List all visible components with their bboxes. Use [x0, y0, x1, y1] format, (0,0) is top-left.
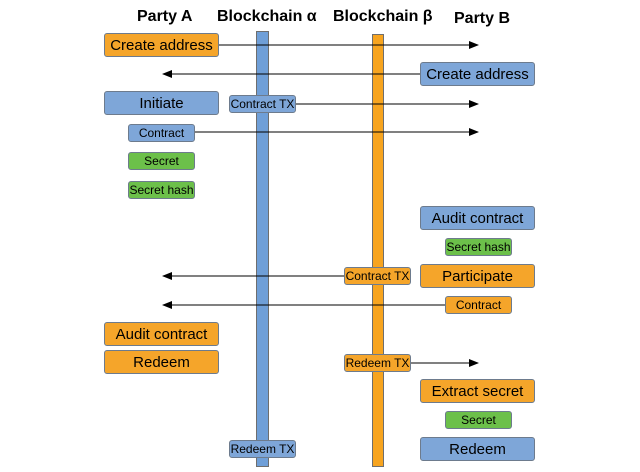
b-audit-contract-box: Audit contract: [420, 206, 535, 230]
b-secret-box: Secret: [445, 411, 512, 429]
b-secret-hash-box: Secret hash: [445, 238, 512, 256]
b-participate-box: Participate: [420, 264, 535, 288]
beta-contract-tx-box: Contract TX: [344, 267, 411, 285]
b-contract-box: Contract: [445, 296, 512, 314]
header-blockchain-beta: Blockchain β: [333, 8, 433, 25]
b-create-address-box: Create address: [420, 62, 535, 86]
a-secret-hash-box: Secret hash: [128, 181, 195, 199]
header-party-a: Party A: [137, 8, 193, 25]
a-contract-box: Contract: [128, 124, 195, 142]
blockchain-alpha-lane: [256, 31, 269, 467]
a-secret-box: Secret: [128, 152, 195, 170]
a-create-address-box: Create address: [104, 33, 219, 57]
header-party-b: Party B: [454, 10, 511, 27]
a-initiate-box: Initiate: [104, 91, 219, 115]
b-redeem-box: Redeem: [420, 437, 535, 461]
b-extract-secret-box: Extract secret: [420, 379, 535, 403]
a-redeem-box: Redeem: [104, 350, 219, 374]
beta-redeem-tx-box: Redeem TX: [344, 354, 411, 372]
header-blockchain-alpha: Blockchain α: [217, 8, 317, 25]
a-audit-contract-box: Audit contract: [104, 322, 219, 346]
alpha-redeem-tx-box: Redeem TX: [229, 440, 296, 458]
alpha-contract-tx-box: Contract TX: [229, 95, 296, 113]
